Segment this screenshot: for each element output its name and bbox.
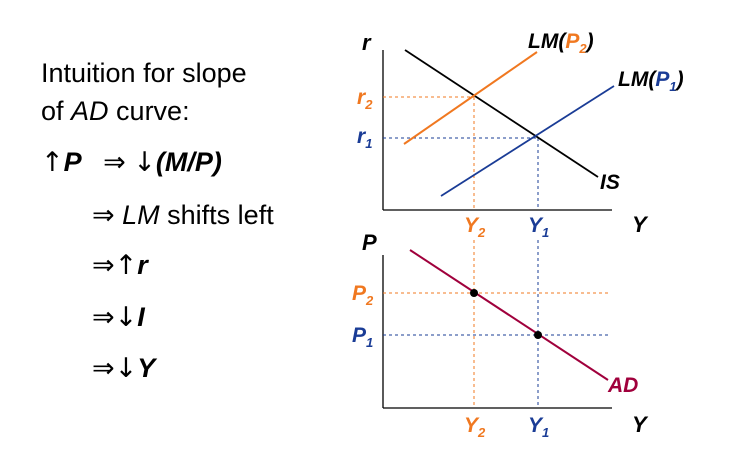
implies-icon: ⇒: [103, 147, 126, 178]
var-y: Y: [137, 353, 156, 383]
expr-m-over-p: (M/P): [155, 147, 222, 177]
r1-label: r1: [357, 125, 372, 151]
reasoning-line-5: ⇒↓Y: [92, 353, 155, 384]
title-prefix: of: [41, 96, 72, 126]
reasoning-line-2: ⇒ LM shifts left: [92, 200, 274, 231]
equilibrium-point-p1: [534, 331, 542, 339]
bottom-graph: P Y AD P2 P1 Y2 Y1: [352, 230, 649, 440]
implies-icon: ⇒: [92, 353, 115, 384]
bottom-y-axis-label: P: [362, 230, 377, 255]
top-graph: r Y LM(P2) LM(P1) IS r2 r1 Y2 Y1: [357, 30, 684, 240]
lm-p2-curve: [403, 51, 538, 145]
shifts-left-text: shifts left: [159, 200, 274, 230]
y1-label-bottom: Y1: [528, 414, 549, 440]
intuition-title-line2: of AD curve:: [41, 96, 190, 127]
y1-label-top: Y1: [528, 214, 549, 240]
y2-label-bottom: Y2: [464, 414, 486, 440]
r2-label: r2: [357, 86, 373, 112]
ad-label: AD: [607, 374, 638, 397]
is-curve: [404, 49, 599, 178]
bottom-x-axis-label: Y: [632, 412, 649, 437]
p1-label: P1: [352, 324, 373, 350]
implies-icon: ⇒: [92, 302, 115, 333]
title-suffix: curve:: [108, 96, 190, 126]
down-arrow-icon: ↓: [133, 147, 156, 178]
down-arrow-icon: ↓: [114, 353, 138, 384]
top-x-axis-label: Y: [632, 212, 649, 237]
top-y-axis-label: r: [362, 30, 372, 55]
equilibrium-point-p2: [470, 289, 478, 297]
var-p: P: [63, 147, 82, 177]
lm-p2-label: LM(P2): [528, 30, 594, 56]
up-arrow-icon: ↑: [41, 147, 64, 178]
down-arrow-icon: ↓: [114, 302, 138, 333]
intuition-title-line1: Intuition for slope: [41, 58, 247, 88]
up-arrow-icon: ↑: [114, 250, 138, 281]
lm-p1-curve: [440, 85, 615, 197]
reasoning-line-4: ⇒↓I: [92, 302, 145, 333]
lm-p1-label: LM(P1): [618, 68, 684, 94]
var-r: r: [137, 250, 148, 280]
is-label: IS: [600, 171, 620, 194]
ad-curve: [409, 249, 609, 381]
title-ad: AD: [71, 96, 109, 126]
var-i: I: [137, 302, 145, 332]
implies-icon: ⇒: [92, 200, 115, 231]
y2-label-top: Y2: [464, 214, 486, 240]
p2-label: P2: [352, 282, 374, 308]
reasoning-line-3: ⇒↑r: [92, 250, 148, 281]
reasoning-line-1: ↑P ⇒ ↓(M/P): [41, 147, 222, 178]
lm-text: LM: [122, 200, 160, 230]
implies-icon: ⇒: [92, 250, 115, 281]
